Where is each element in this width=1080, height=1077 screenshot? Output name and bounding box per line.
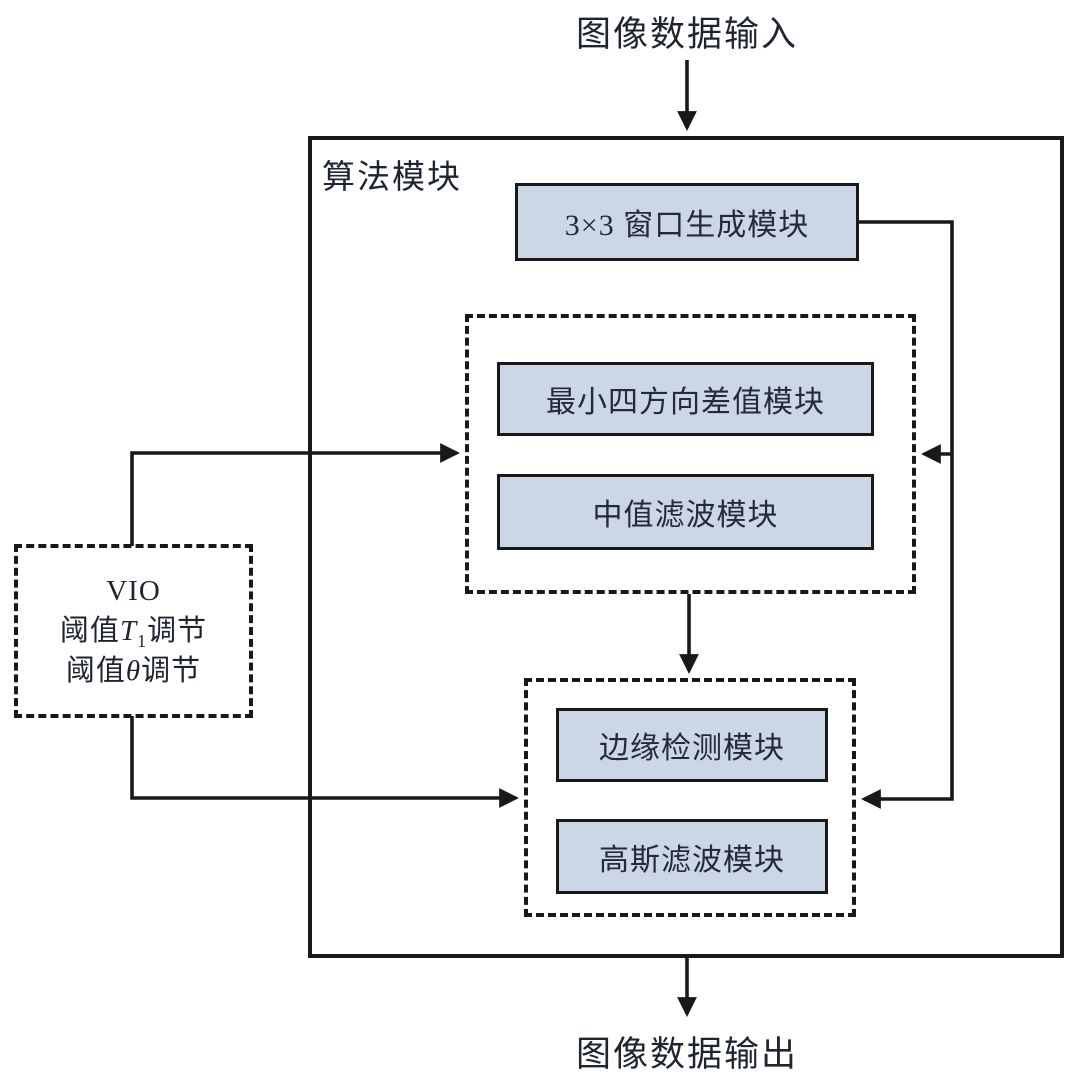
edge-detection-label: 边缘检测模块: [599, 732, 785, 765]
window-generation-module-label: 3×3 窗口生成模块: [564, 209, 810, 242]
algorithm-container-label: 算法模块: [322, 160, 462, 196]
gaussian-filter-label: 高斯滤波模块: [599, 843, 785, 877]
edge-detection-module: 边缘检测模块: [556, 708, 828, 782]
vio-threshold-t1-line: 阈值T1调节: [60, 611, 207, 651]
vio-title: VIO: [106, 575, 161, 607]
denoise-group-box: [465, 314, 916, 594]
input-data-label: 图像数据输入: [575, 15, 798, 54]
window-generation-module: 3×3 窗口生成模块: [515, 183, 859, 261]
vio-to-denoise-group-line: [130, 443, 460, 546]
vio-control-box: VIO 阈值T1调节 阈值θ调节: [14, 544, 253, 718]
median-filter-label: 中值滤波模块: [592, 499, 779, 532]
min-four-direction-difference-module: 最小四方向差值模块: [497, 362, 874, 436]
vio-theta-variable: θ: [125, 655, 142, 687]
vio-to-edge-group-line: [130, 716, 519, 808]
vio-theta-prefix: 阈值: [65, 655, 126, 687]
output-data-label: 图像数据输出: [575, 1035, 798, 1074]
vio-theta-suffix: 调节: [141, 655, 202, 687]
vio-t1-subscript: 1: [137, 630, 148, 651]
vio-t1-variable: T: [119, 615, 138, 647]
vio-threshold-theta-line: 阈值θ调节: [66, 651, 201, 691]
vio-t1-suffix: 调节: [147, 615, 208, 647]
edge-group-box: [524, 678, 856, 917]
vio-t1-prefix: 阈值: [59, 615, 120, 647]
algorithm-container-box: [308, 136, 1064, 958]
gaussian-filter-module: 高斯滤波模块: [556, 819, 828, 894]
median-filter-module: 中值滤波模块: [497, 474, 874, 550]
min-four-direction-difference-label: 最小四方向差值模块: [546, 386, 825, 419]
window-feedback-line: [858, 220, 954, 809]
